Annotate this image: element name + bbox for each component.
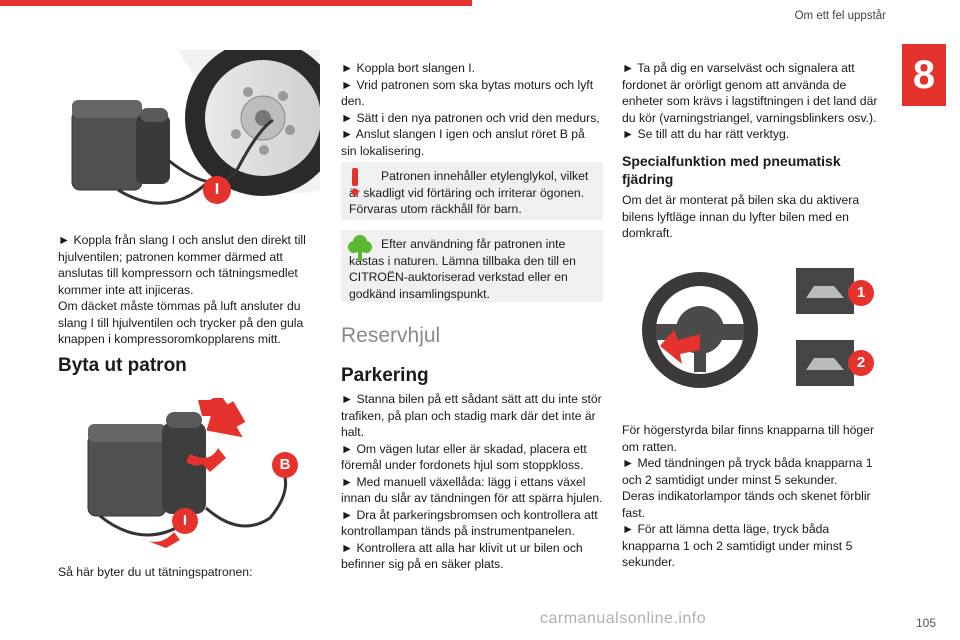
- step-item: ► Stanna bilen på ett sådant sätt att du…: [341, 392, 602, 439]
- page-number: 105: [915, 616, 936, 630]
- col3-lower-text: För högerstyrda bilar finns knapparna ti…: [622, 422, 884, 571]
- callout-2-badge: 2: [848, 350, 874, 376]
- step-item: ► Kontrollera att alla har klivit ut ur …: [341, 540, 583, 572]
- step-item: ► Anslut slangen I igen och anslut röret…: [341, 127, 585, 158]
- warning-note: Patronen innehåller etylenglykol, vilket…: [341, 162, 603, 220]
- callout-i2-label: I: [182, 512, 188, 529]
- parking-steps: ► Stanna bilen på ett sådant sätt att du…: [341, 391, 603, 573]
- heading-byta-ut-patron: Byta ut patron: [58, 355, 187, 376]
- environment-note-text: Efter användning får patronen inte kasta…: [349, 237, 576, 301]
- compressor-wheel-figure: [58, 40, 341, 220]
- chapter-number-badge: 8: [902, 44, 946, 106]
- step-item: ► Ta på dig en varselväst och signalera …: [622, 61, 878, 125]
- step-item: ► För att lämna detta läge, tryck båda k…: [622, 522, 853, 569]
- paragraph: Om däcket måste tömmas på luft ansluter …: [58, 299, 304, 346]
- environment-note: Efter användning får patronen inte kasta…: [341, 230, 603, 302]
- figure-caption: Så här byter du ut tätningspatronen:: [58, 565, 253, 579]
- callout-i-label: I: [214, 181, 220, 198]
- step-item: ► Med tändningen på tryck båda knapparna…: [622, 456, 873, 487]
- tree-environment-icon: [347, 233, 373, 268]
- header-accent-bar: [0, 0, 472, 6]
- heading-specialfunktion: Specialfunktion med pneumatisk fjädring: [622, 153, 841, 187]
- warning-note-text: Patronen innehåller etylenglykol, vilket…: [349, 169, 589, 216]
- col3-intro: ► Ta på dig en varselväst och signalera …: [622, 60, 884, 143]
- step-item: ► Vrid patronen som ska bytas moturs och…: [341, 77, 594, 109]
- col3-para1: Om det är monterat på bilen ska du aktiv…: [622, 193, 860, 240]
- callout-b-label: B: [279, 456, 291, 473]
- heading-parkering: Parkering: [341, 365, 429, 386]
- callout-i2-badge: I: [172, 508, 198, 534]
- step-item: ► Sätt i den nya patronen och vrid den m…: [341, 110, 600, 125]
- cartridge-replacement-figure: [80, 393, 300, 550]
- callout-1-badge: 1: [848, 280, 874, 306]
- paragraph: Deras indikatorlampor tänds och skenet f…: [622, 489, 871, 520]
- callout-b-badge: B: [272, 452, 298, 478]
- section-heading-reservhjul: Reservhjul: [341, 324, 441, 347]
- callout-2-label: 2: [856, 354, 866, 371]
- steering-wheel-figure: [630, 254, 880, 404]
- callout-i-badge: I: [203, 176, 231, 204]
- step-item: ► Med manuell växellåda: lägg i ettans v…: [341, 474, 603, 506]
- section-title: Om ett fel uppstår: [794, 10, 886, 22]
- step-item: ► Dra åt parkeringsbromsen och kontrolle…: [341, 507, 598, 539]
- step-item: ► Se till att du har rätt verktyg.: [622, 127, 790, 141]
- paragraph: ► Koppla från slang I och anslut den dir…: [58, 233, 306, 297]
- step-item: ► Koppla bort slangen I.: [341, 61, 476, 75]
- col1-text: ► Koppla från slang I och anslut den dir…: [58, 232, 316, 348]
- watermark: carmanualsonline.info: [540, 610, 707, 627]
- col2-steps: ► Koppla bort slangen I. ► Vrid patronen…: [341, 60, 603, 159]
- step-item: ► Om vägen lutar eller är skadad, placer…: [341, 441, 587, 473]
- warning-exclamation-icon: [347, 166, 363, 201]
- paragraph: För högerstyrda bilar finns knapparna ti…: [622, 423, 875, 454]
- callout-1-label: 1: [856, 284, 866, 301]
